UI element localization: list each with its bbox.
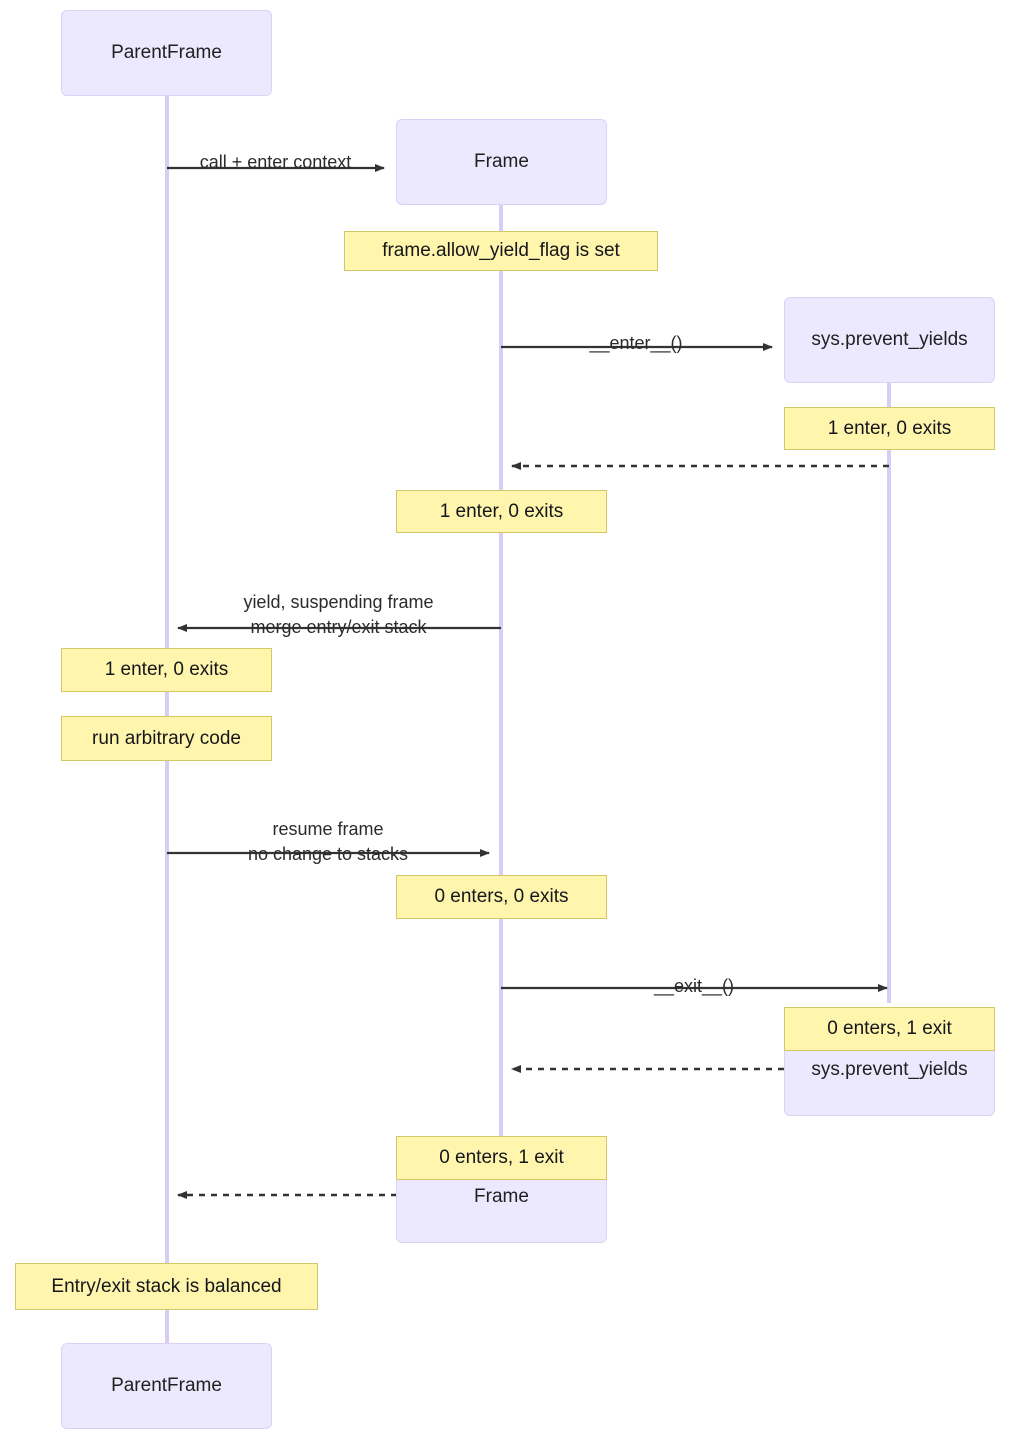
actor-label: Frame	[474, 151, 529, 172]
message-text: resume frame no change to stacks	[247, 819, 409, 864]
actor-frame-top[interactable]: Frame	[396, 119, 607, 205]
lifeline-frame	[499, 204, 503, 1189]
note-parentframe-1-enter: 1 enter, 0 exits	[61, 648, 272, 692]
message-text: yield, suspending frame merge entry/exit…	[243, 592, 434, 637]
note-text: 1 enter, 0 exits	[439, 500, 564, 522]
message-label-enter-call: __enter__()	[501, 307, 771, 356]
note-prevent-yields-0-enters-1-exit: 0 enters, 1 exit	[784, 1007, 995, 1051]
actor-label: ParentFrame	[111, 42, 222, 63]
message-text: __enter__()	[589, 333, 683, 354]
note-text: frame.allow_yield_flag is set	[382, 240, 620, 261]
note-text: 1 enter, 0 exits	[104, 659, 229, 680]
actor-parentframe-top[interactable]: ParentFrame	[61, 10, 272, 96]
message-text: __exit__()	[653, 976, 735, 997]
note-allow-yield-flag: frame.allow_yield_flag is set	[344, 231, 658, 271]
note-run-arbitrary-code: run arbitrary code	[61, 716, 272, 761]
actor-label: sys.prevent_yields	[811, 1059, 968, 1080]
note-text: 1 enter, 0 exits	[827, 417, 952, 439]
note-frame-0-enters-0-exits: 0 enters, 0 exits	[396, 875, 607, 919]
message-label-yield-suspend: yield, suspending frame merge entry/exit…	[176, 566, 501, 639]
note-frame-0-enters-1-exit: 0 enters, 1 exit	[396, 1136, 607, 1180]
actor-parentframe-bottom[interactable]: ParentFrame	[61, 1343, 272, 1429]
note-text: 0 enters, 1 exit	[827, 1018, 952, 1039]
actor-label: ParentFrame	[111, 1375, 222, 1396]
note-text: 0 enters, 0 exits	[434, 886, 569, 907]
note-text: 0 enters, 1 exit	[439, 1147, 564, 1168]
message-label-call-enter-context: call + enter context	[167, 126, 384, 175]
actor-label: sys.prevent_yields	[811, 329, 968, 350]
message-label-exit-call: __exit__()	[501, 950, 887, 999]
actor-label: Frame	[474, 1186, 529, 1207]
message-text: call + enter context	[199, 152, 352, 173]
note-frame-1-enter: 1 enter, 0 exits	[396, 490, 607, 533]
note-prevent-yields-1-enter: 1 enter, 0 exits	[784, 407, 995, 450]
note-text: Entry/exit stack is balanced	[51, 1275, 282, 1297]
message-label-resume-frame: resume frame no change to stacks	[167, 793, 489, 866]
actor-prevent-yields-top[interactable]: sys.prevent_yields	[784, 297, 995, 383]
note-entry-exit-balanced: Entry/exit stack is balanced	[15, 1263, 318, 1310]
note-text: run arbitrary code	[92, 727, 241, 749]
lifeline-prevent-yields	[887, 383, 891, 1003]
